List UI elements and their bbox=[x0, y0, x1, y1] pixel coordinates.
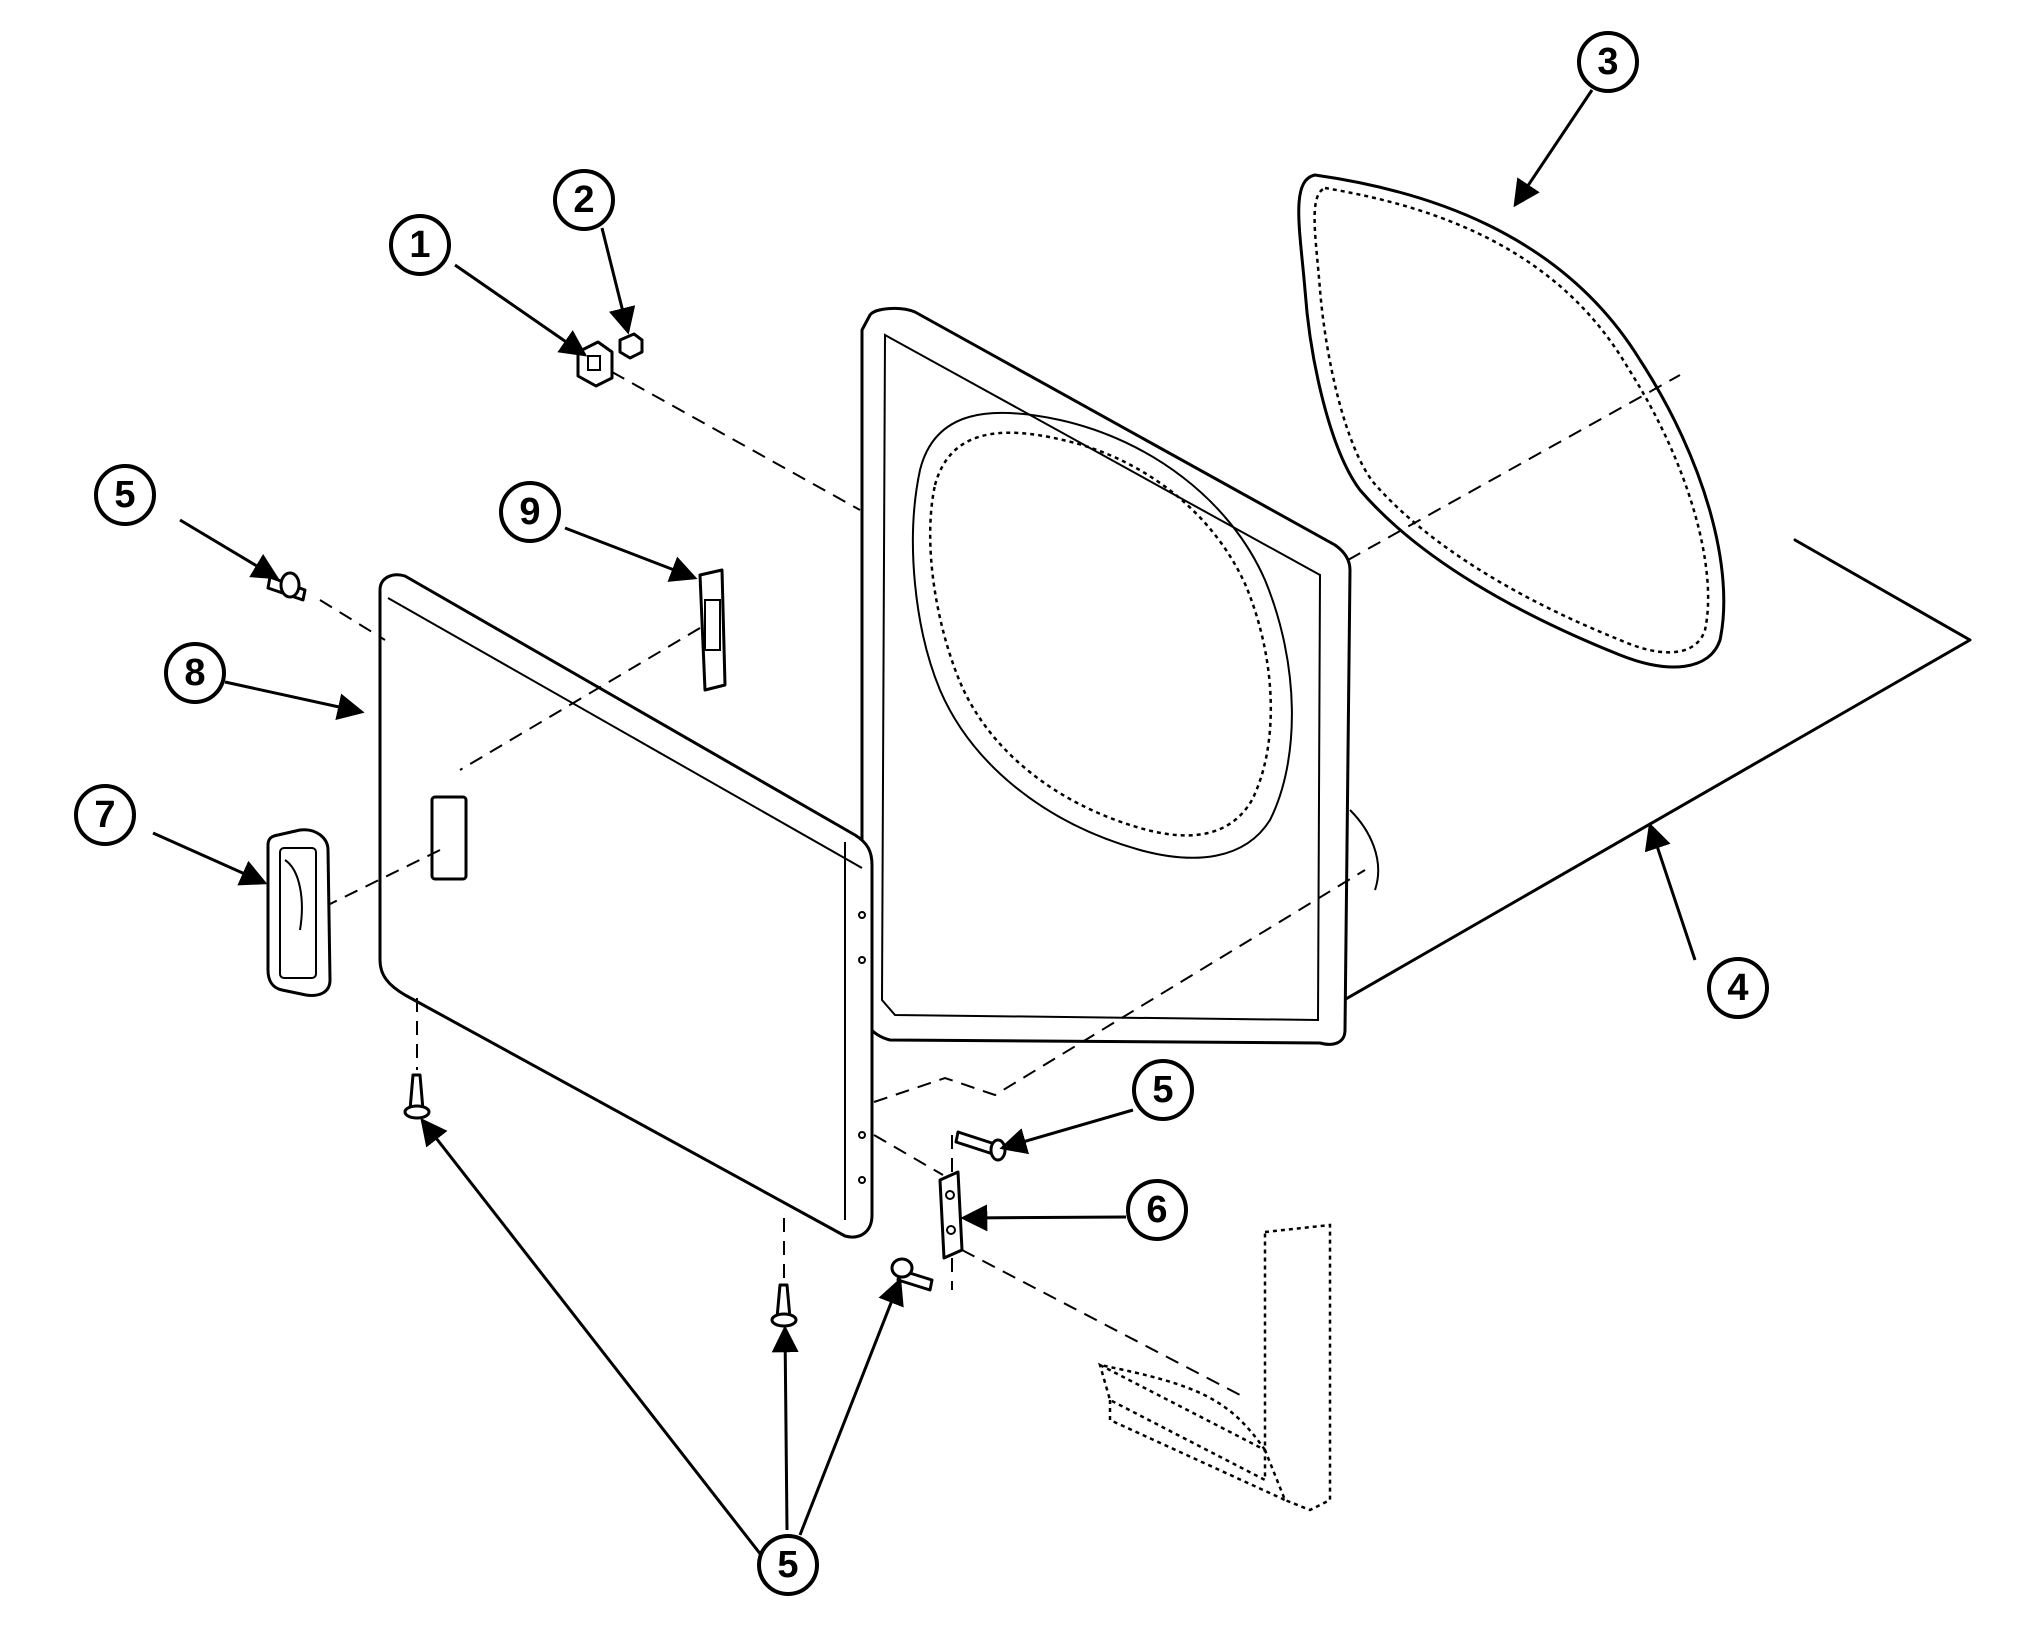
callout-5-bottom: 5 bbox=[757, 1534, 819, 1596]
door-panel bbox=[378, 573, 874, 1239]
callout-7: 7 bbox=[74, 784, 136, 846]
leader-lines bbox=[152, 89, 1697, 1561]
callout-label: 7 bbox=[94, 794, 115, 836]
screw-hinge-upper bbox=[954, 1130, 1007, 1162]
latch-clip bbox=[576, 340, 614, 388]
callout-3: 3 bbox=[1577, 31, 1639, 93]
callout-label: 1 bbox=[409, 224, 430, 266]
callout-4: 4 bbox=[1707, 957, 1769, 1019]
door-hinge bbox=[938, 1170, 964, 1260]
callout-label: 9 bbox=[519, 491, 540, 533]
cabinet-base-outline bbox=[1246, 538, 1972, 1017]
door-seal-gasket bbox=[1297, 173, 1726, 669]
callout-2: 2 bbox=[553, 169, 615, 231]
door-strike bbox=[698, 568, 727, 692]
callout-label: 2 bbox=[573, 179, 594, 221]
callout-9: 9 bbox=[499, 481, 561, 543]
callout-label: 3 bbox=[1597, 41, 1618, 83]
screw-top-left bbox=[266, 571, 307, 602]
callout-label: 5 bbox=[777, 1544, 798, 1586]
callout-label: 8 bbox=[184, 652, 205, 694]
front-panel-frame bbox=[860, 306, 1380, 1046]
alignment-lines bbox=[319, 371, 1681, 1396]
screw-hinge-lower bbox=[890, 1257, 934, 1292]
callout-label: 6 bbox=[1146, 1189, 1167, 1231]
callout-label: 4 bbox=[1727, 967, 1748, 1009]
callout-6: 6 bbox=[1126, 1179, 1188, 1241]
callout-label: 5 bbox=[114, 474, 135, 516]
screw-bottom-center bbox=[770, 1283, 798, 1328]
callout-5-top-left: 5 bbox=[94, 464, 156, 526]
clip-retainer bbox=[618, 332, 644, 360]
callout-8: 8 bbox=[164, 642, 226, 704]
callout-5-hinge: 5 bbox=[1132, 1059, 1194, 1121]
door-handle-cutout bbox=[430, 795, 468, 881]
hinge-bracket-hidden bbox=[1098, 1223, 1332, 1512]
screw-bottom-left bbox=[403, 1073, 431, 1120]
callout-label: 5 bbox=[1152, 1069, 1173, 1111]
door-handle bbox=[266, 828, 332, 997]
callout-1: 1 bbox=[389, 214, 451, 276]
